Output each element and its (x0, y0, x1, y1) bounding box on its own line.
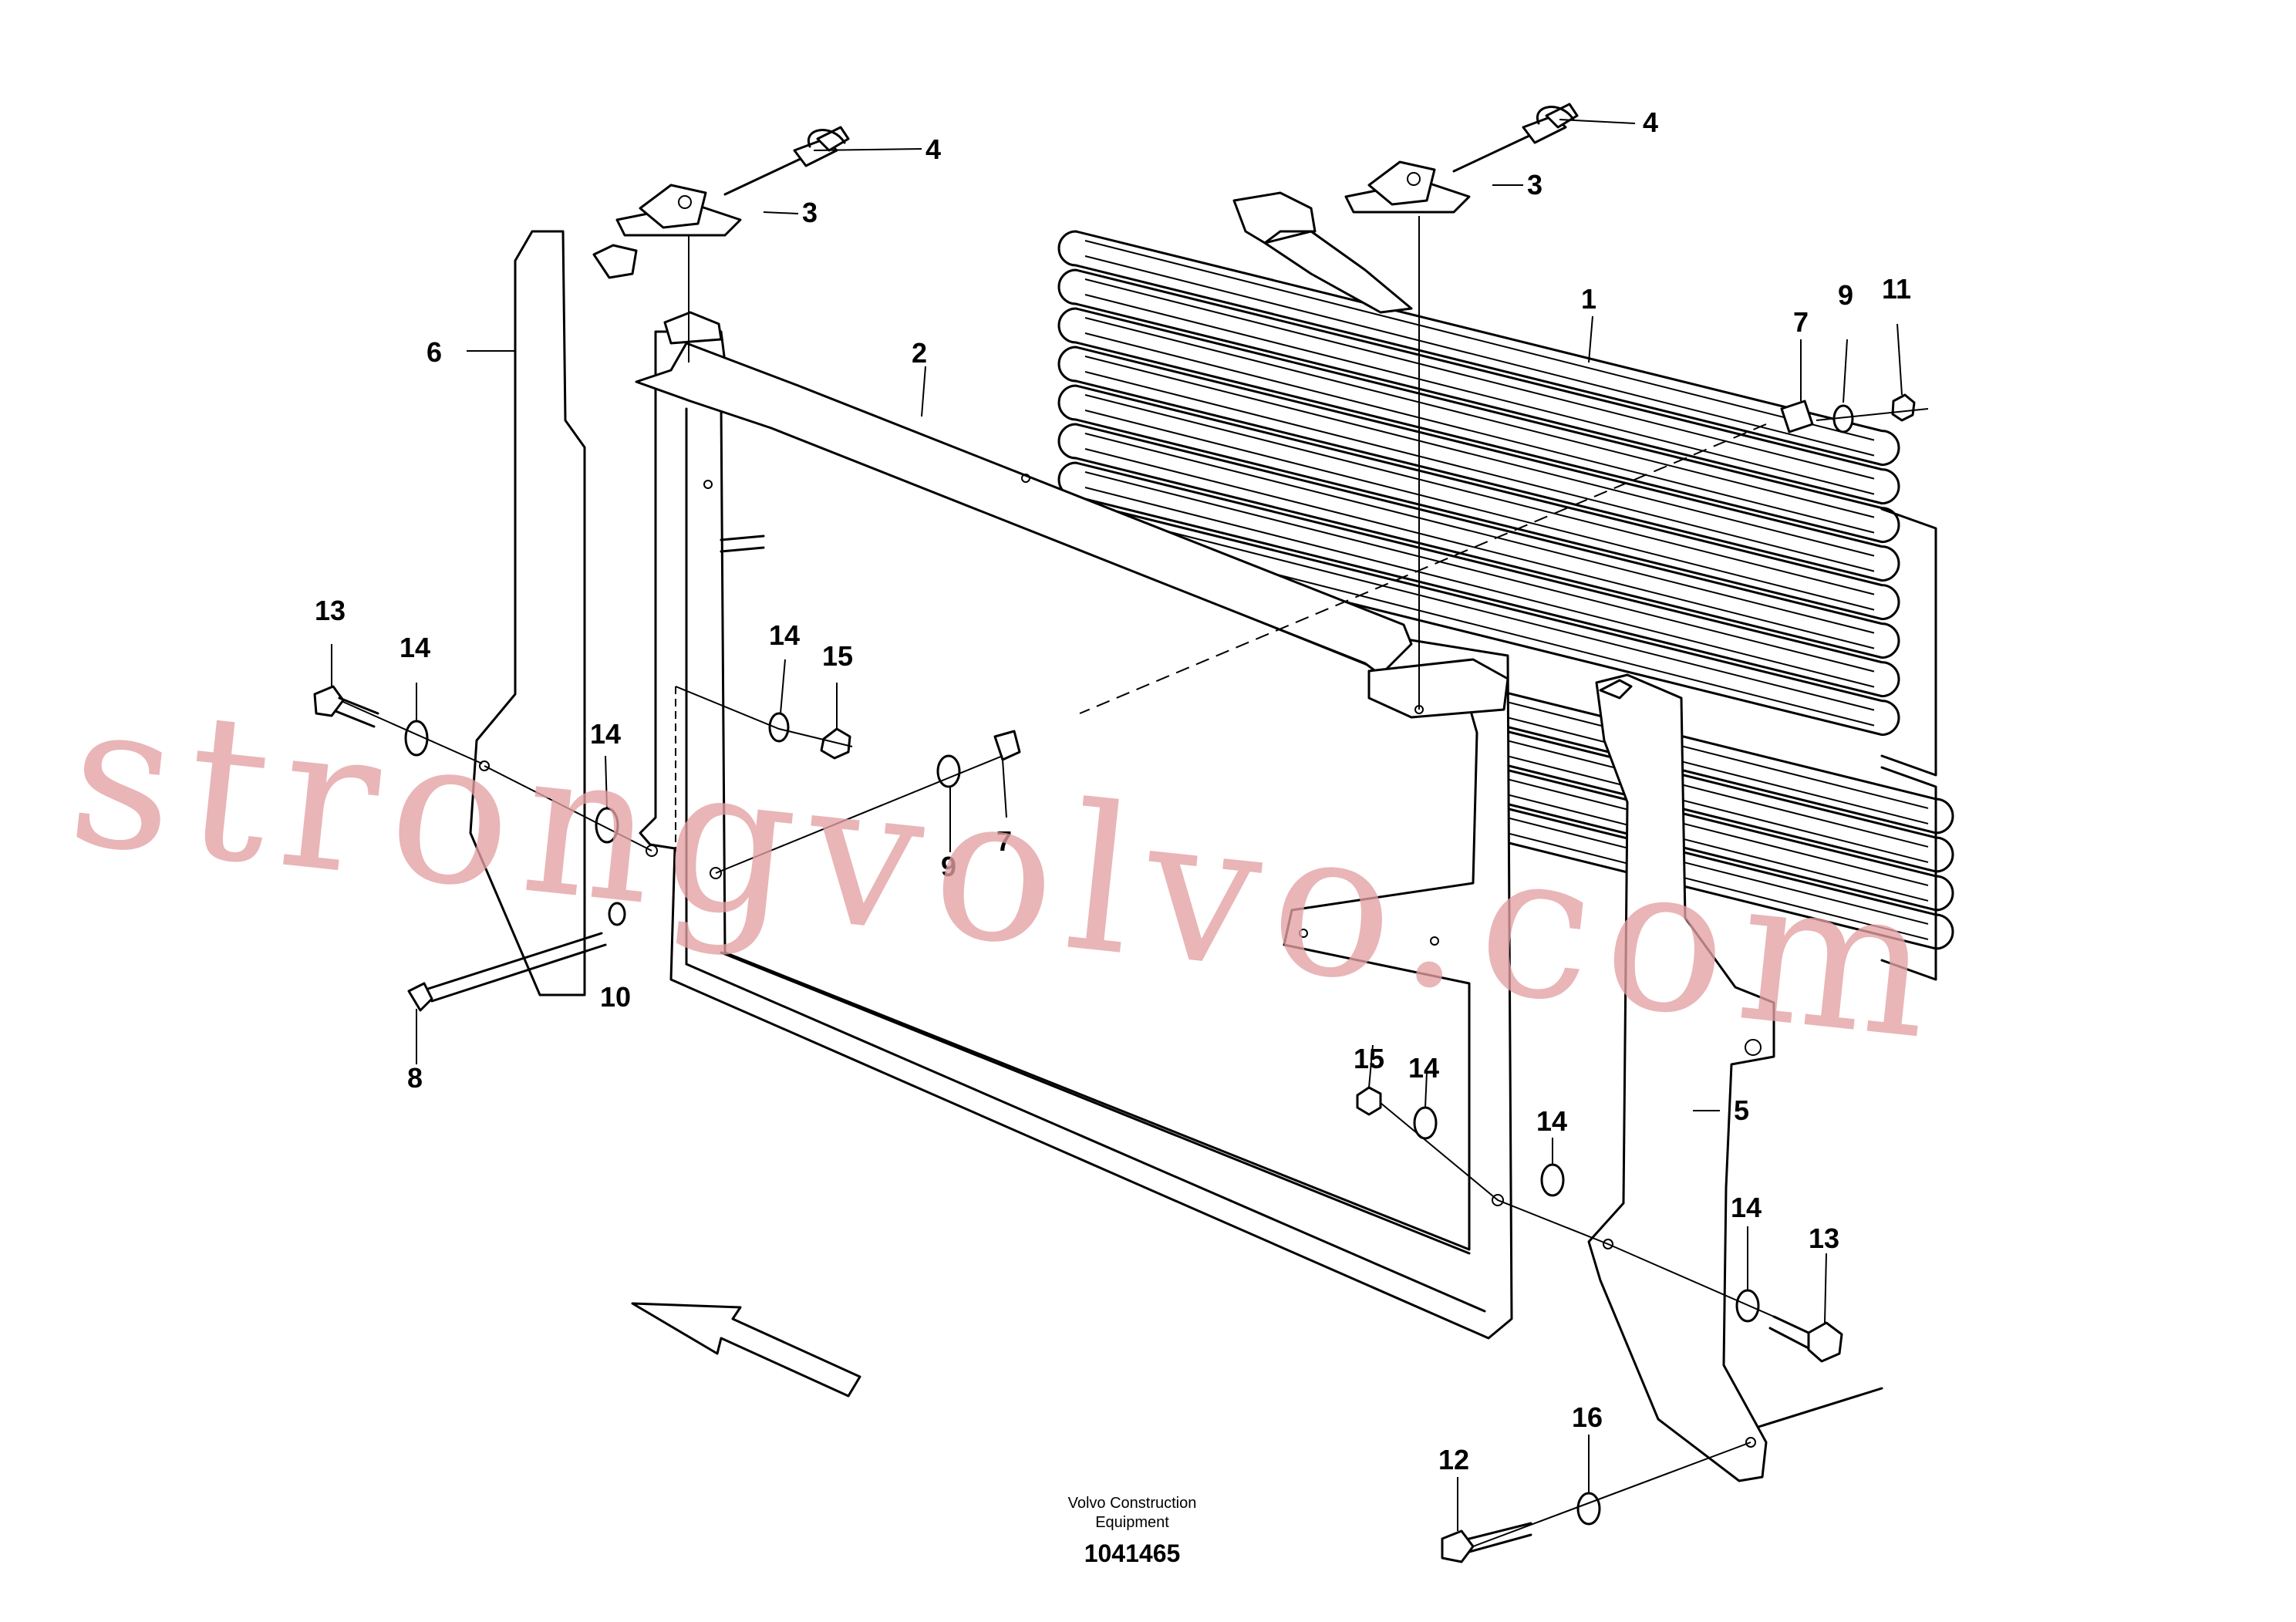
footer: Volvo Construction Equipment 1041465 (1068, 1495, 1197, 1567)
cooler-tube (1057, 423, 1900, 659)
callout-2: 2 (912, 337, 927, 369)
cooler-tube (1057, 384, 1900, 621)
callout-9-right: 9 (1838, 279, 1853, 311)
cooler-tube-inner (1084, 394, 1875, 611)
fasteners (313, 216, 1929, 1563)
callout-5: 5 (1734, 1094, 1749, 1126)
drawing-number: 1041465 (1084, 1539, 1181, 1567)
callout-8: 8 (407, 1062, 423, 1094)
cooler-tube-inner (1084, 356, 1875, 572)
direction-arrow (631, 1302, 861, 1398)
callout-15-right: 15 (1354, 1043, 1384, 1074)
callout-3-left: 3 (802, 197, 818, 228)
callout-3-right: 3 (1527, 169, 1542, 201)
callout-14-right-b: 14 (1536, 1105, 1567, 1137)
cooler-tube-inner (1084, 471, 1875, 688)
cooler-core (1057, 191, 1954, 981)
cooler-tube-inner (1084, 317, 1875, 534)
cooler-tube (1057, 268, 1900, 505)
callout-16: 16 (1572, 1401, 1603, 1433)
callout-7-center: 7 (996, 825, 1012, 857)
callout-12: 12 (1438, 1444, 1469, 1475)
left-latch (615, 184, 742, 237)
callout-4-left: 4 (925, 133, 941, 165)
callout-15-center: 15 (822, 640, 853, 672)
callout-13-right: 13 (1809, 1222, 1839, 1254)
main-frame (635, 311, 1513, 1340)
company-line-1: Volvo Construction (1068, 1495, 1197, 1512)
cooler-tube (1057, 230, 1900, 467)
cooler-tube-inner (1084, 240, 1875, 457)
callout-14-left-b: 14 (590, 718, 621, 750)
cooler-tube (1057, 346, 1900, 582)
cooler-tube (1057, 461, 1900, 698)
leader-lines (331, 119, 1903, 1531)
callout-14-left-a: 14 (400, 632, 430, 663)
callout-11: 11 (1882, 273, 1911, 305)
cooler-tube-inner (1084, 433, 1875, 649)
company-line-2: Equipment (1095, 1514, 1169, 1531)
right-latch (1344, 160, 1471, 214)
right-side-plate (1587, 673, 1883, 1482)
callout-14-right-a: 14 (1408, 1052, 1439, 1084)
left-rod (723, 126, 850, 196)
callout-4-right: 4 (1643, 106, 1658, 138)
callout-6: 6 (426, 336, 442, 368)
callout-10: 10 (600, 981, 631, 1013)
callout-14-right-c: 14 (1731, 1192, 1762, 1223)
callout-1: 1 (1581, 283, 1596, 315)
callouts: 4 3 6 2 4 3 1 7 9 11 13 14 14 15 14 9 7 … (315, 106, 1911, 1475)
callout-7-right: 7 (1793, 306, 1809, 338)
left-side-plate (469, 230, 638, 996)
callout-9-center: 9 (941, 851, 956, 882)
callout-14-center: 14 (769, 619, 800, 651)
right-rod (1452, 103, 1579, 173)
cooler-tube-inner (1084, 278, 1875, 495)
callout-13-left: 13 (315, 595, 346, 626)
